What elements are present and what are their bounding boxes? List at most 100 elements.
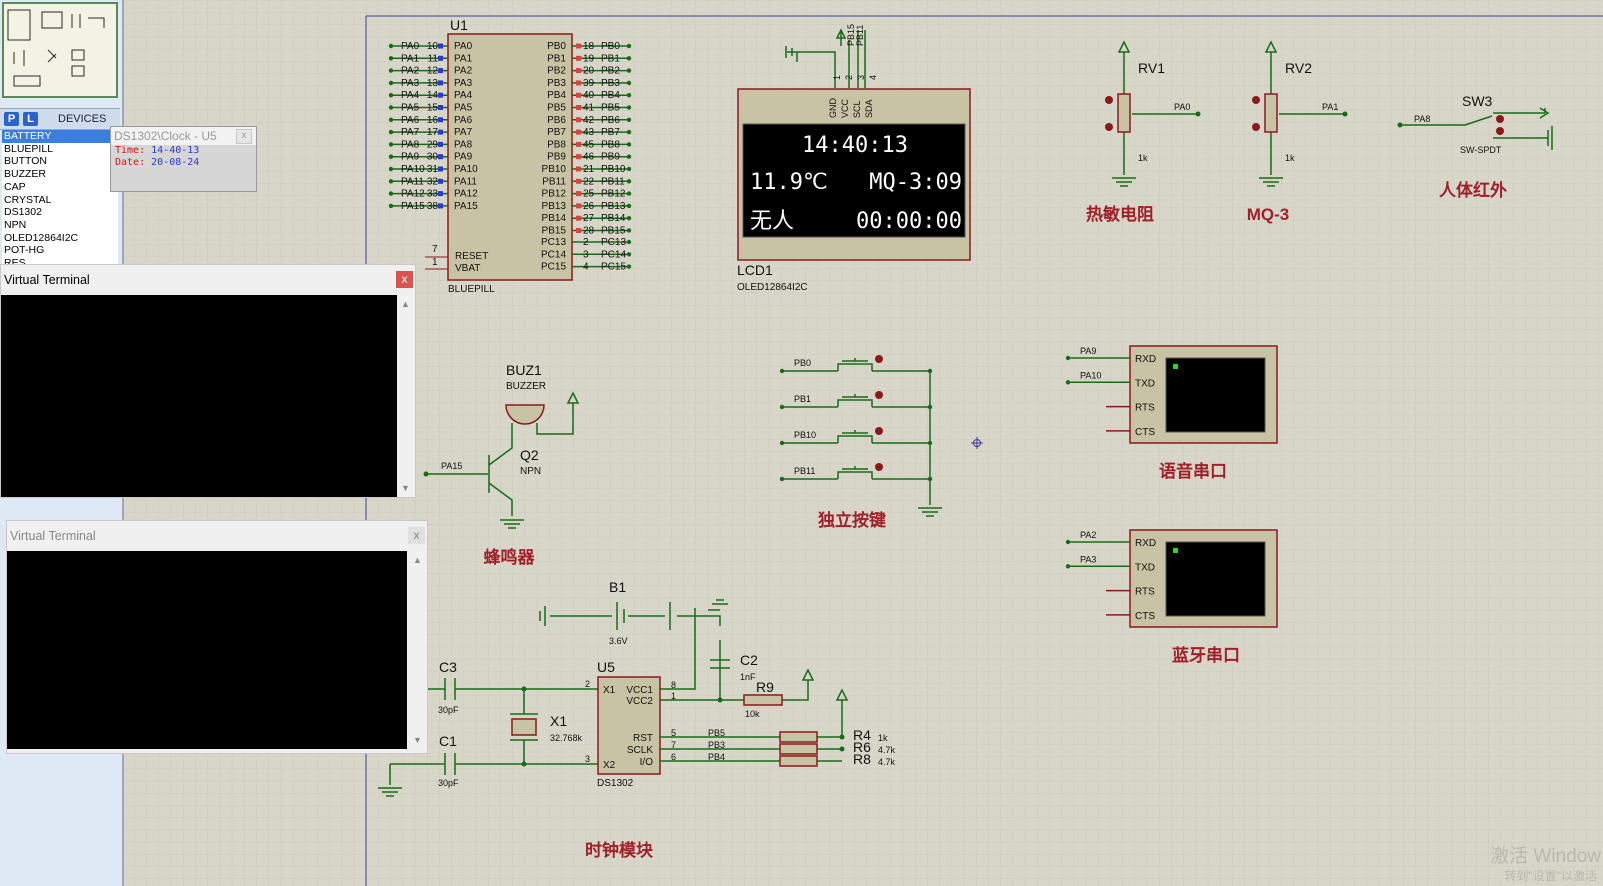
r6-value: 4.7k [878, 745, 896, 755]
u5-pinnum-left: 3 [585, 754, 590, 764]
virtual-terminal-2-screen[interactable] [7, 551, 407, 749]
clock-module[interactable]: B1 3.6V C3 30pF C1 30pF X1 32.768k C2 1n… [378, 579, 896, 860]
uart-pin-label: CTS [1135, 611, 1155, 622]
virtual-terminal-1[interactable]: Virtual Terminal x ▲ ▼ [0, 264, 416, 498]
popup-date-value: 20-08-24 [151, 157, 200, 168]
scroll-down-arrow-icon[interactable]: ▼ [413, 735, 422, 745]
u1-pinnum-right: 20 [583, 66, 595, 77]
u1-net-left: PA9 [401, 152, 420, 163]
pin-marker [576, 68, 581, 74]
pin-marker [576, 203, 581, 209]
library-button[interactable]: L [23, 112, 38, 126]
u1-net-right: PB7 [601, 127, 620, 138]
virtual-terminal-2[interactable]: Virtual Terminal x ▲ ▼ [6, 520, 428, 754]
u1-net-right: PB2 [601, 66, 620, 77]
device-item[interactable]: OLED12864I2C [4, 231, 79, 244]
lcd1-ref: LCD1 [737, 262, 773, 278]
u1-pin-right: PB4 [547, 90, 566, 101]
device-item[interactable]: BATTERY [2, 130, 118, 143]
u1-vbat-label: VBAT [455, 263, 480, 274]
device-item[interactable]: POT-HG [4, 244, 45, 257]
buzzer-circuit[interactable]: BUZ1 BUZZER Q2 NPN PA15 蜂鸣器 [423, 362, 580, 567]
u1-net-left: PA11 [401, 176, 424, 187]
virtual-terminal-1-close-button[interactable]: x [396, 271, 413, 288]
rv1-potentiometer[interactable]: RV1 PA0 1k 热敏电阻 [1086, 40, 1201, 224]
rv2-potentiometer[interactable]: RV2 PA1 1k MQ-3 [1247, 40, 1348, 224]
lcd1-oled[interactable]: PB15 PB11 LCD1 OLED12864I2C GND VCC SCL … [737, 24, 971, 293]
lcd1-line3-left: 无人 [750, 208, 794, 233]
scroll-up-arrow-icon[interactable]: ▲ [401, 299, 410, 309]
c2-value: 1nF [740, 672, 756, 682]
rv2-ref: RV2 [1285, 60, 1312, 76]
pin-marker [438, 129, 443, 135]
button-junction [927, 368, 933, 374]
activation-watermark-hint: 转到"设置"以激活 [1504, 869, 1597, 883]
u1-pin-left: PA10 [454, 164, 478, 175]
button-actuator [875, 463, 883, 471]
virtual-terminal-1-screen[interactable] [1, 295, 397, 497]
pin-marker [576, 166, 581, 172]
virtual-terminal-2-close-button[interactable]: x [408, 527, 425, 544]
uart-pin-label: RXD [1135, 538, 1156, 549]
uart-pin-label: RTS [1135, 403, 1155, 414]
u1-pin-right: PB7 [547, 127, 566, 138]
c1-value: 30pF [438, 778, 459, 788]
uart-net-label: PA2 [1080, 530, 1096, 540]
uart-pin-label: CTS [1135, 427, 1155, 438]
q2-part: NPN [520, 466, 541, 477]
popup-close-button[interactable]: x [236, 129, 252, 144]
u1-net-left: PA8 [401, 139, 420, 150]
pick-devices-button[interactable]: P [4, 112, 19, 126]
scroll-up-arrow-icon[interactable]: ▲ [413, 555, 422, 565]
sw3-part: SW-SPDT [1460, 145, 1502, 155]
popup-time-value: 14-40-13 [151, 145, 200, 156]
device-item[interactable]: NPN [4, 218, 27, 231]
b1-value: 3.6V [609, 636, 628, 646]
u5-ref: U5 [597, 659, 615, 675]
u5-part: DS1302 [597, 778, 634, 789]
u1-net-right: PB10 [601, 164, 626, 175]
u1-pin-right: PB11 [542, 176, 566, 187]
scroll-down-arrow-icon[interactable]: ▼ [401, 483, 410, 493]
virtual-terminal-2-scrollbar[interactable]: ▲ ▼ [411, 551, 425, 749]
devices-header: P L DEVICES [0, 108, 120, 130]
virtual-terminal-1-scrollbar[interactable]: ▲ ▼ [399, 295, 413, 497]
pin-marker [438, 203, 443, 209]
device-item[interactable]: BLUEPILL [4, 142, 54, 155]
overview-window[interactable] [2, 2, 118, 98]
u1-net-left: PA10 [401, 164, 425, 175]
uart-pin-label: RTS [1135, 587, 1155, 598]
device-item[interactable]: CRYSTAL [4, 193, 52, 206]
u1-pin-right: PB12 [542, 189, 567, 200]
u1-pinnum-right: 25 [583, 189, 595, 200]
u5-pin-left: X1 [603, 685, 616, 696]
device-item[interactable]: CAP [4, 180, 26, 193]
device-item[interactable]: BUTTON [4, 155, 47, 168]
rv1-ref: RV1 [1138, 60, 1165, 76]
uart-net-label: PA9 [1080, 346, 1096, 356]
u1-pinnum-left: 17 [427, 127, 439, 138]
sw3-spdt-switch[interactable]: SW3 PA8 SW-SPDT 人体红外 [1397, 93, 1553, 200]
button-node [779, 476, 785, 482]
u5-pin-right: VCC1 [626, 685, 653, 696]
device-item[interactable]: DS1302 [4, 206, 42, 219]
uart-node [1065, 539, 1071, 545]
u1-pc-num: 3 [583, 249, 589, 260]
button-actuator [875, 391, 883, 399]
activation-watermark: 激活 Window [1490, 846, 1601, 867]
u1-net-left: PA0 [401, 41, 420, 52]
u1-pinnum-right: 26 [583, 201, 595, 212]
u1-pin-right: PB0 [547, 41, 566, 52]
device-item[interactable]: BUZZER [4, 168, 46, 181]
crosshair-cursor [971, 437, 983, 449]
lcd1-net-pb15: PB15 [846, 24, 856, 46]
u1-net-right: PB1 [601, 53, 620, 64]
button-actuator [875, 355, 883, 363]
